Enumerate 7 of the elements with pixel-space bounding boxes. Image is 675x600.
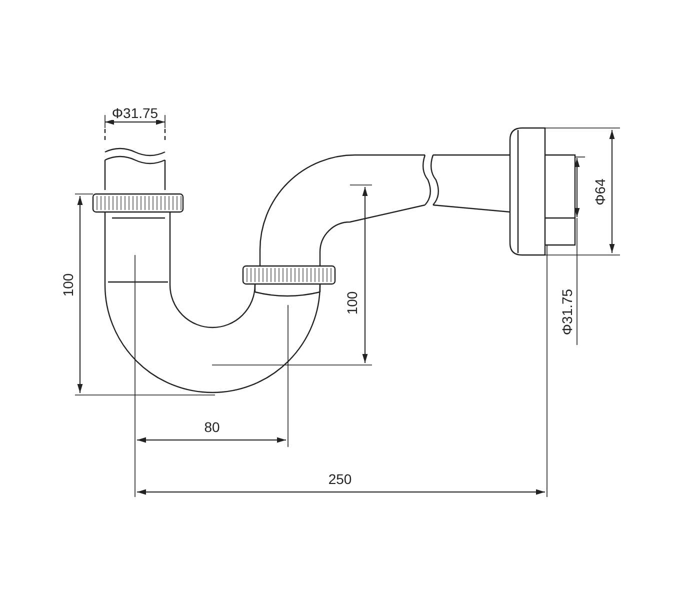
dimension-label: Φ31.75 <box>110 106 160 120</box>
dimension-label: Φ64 <box>593 178 607 206</box>
dimension-label: 100 <box>345 290 359 316</box>
dimension-label: 100 <box>61 272 75 298</box>
dimension-label: 250 <box>327 472 353 486</box>
dimension-label: Φ31.75 <box>560 288 574 336</box>
dimension-label: 80 <box>203 420 221 434</box>
